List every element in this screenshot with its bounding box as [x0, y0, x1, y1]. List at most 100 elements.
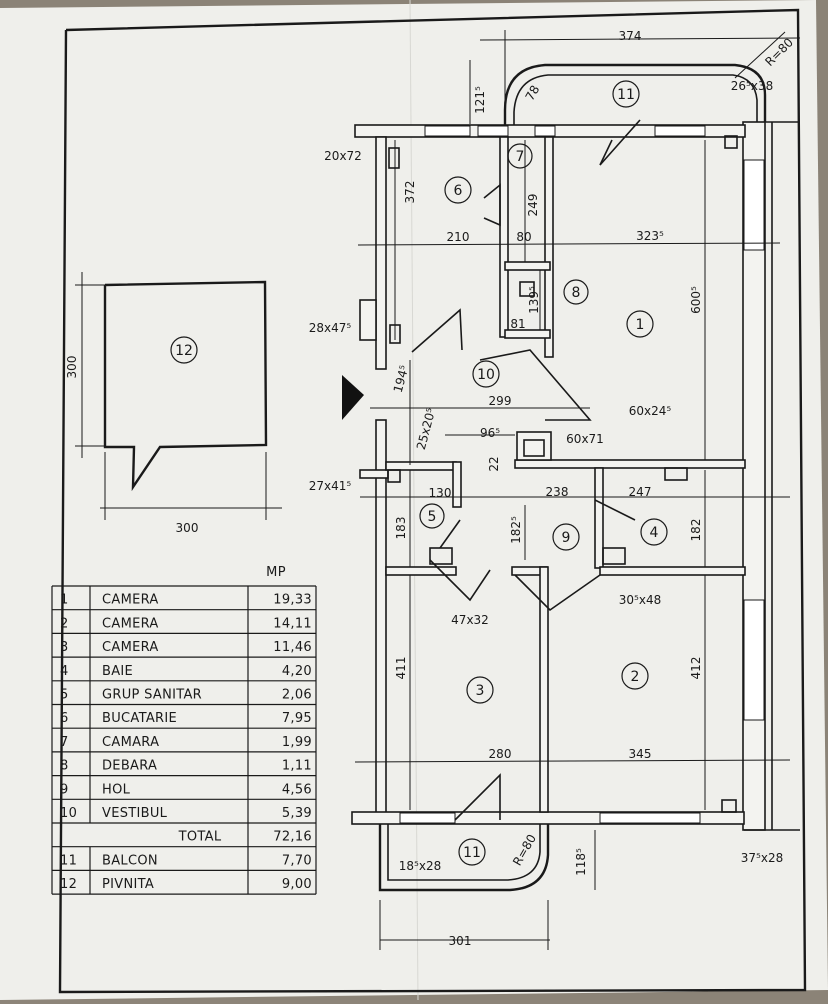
- dim-label: 374: [619, 29, 642, 43]
- table-row-area: 7,70: [282, 853, 312, 868]
- table-row-number: 5: [60, 688, 69, 703]
- dim-label: 47x32: [451, 613, 489, 627]
- room-number: 6: [454, 183, 463, 199]
- table-row-area: 11,46: [273, 640, 312, 655]
- room-number: 3: [476, 683, 485, 699]
- table-row-number: 7: [60, 735, 69, 750]
- table-row-area: 1,99: [282, 735, 312, 750]
- dim-label: 249: [526, 194, 540, 217]
- table-row-name: CAMERA: [102, 640, 159, 655]
- table-row-number: 1: [60, 593, 69, 608]
- table-row-name: CAMERA: [102, 593, 159, 608]
- cellar-plan: [75, 272, 282, 520]
- dim-label: 247: [629, 485, 652, 499]
- table-row-name: CAMERA: [102, 616, 159, 631]
- dim-label: 118⁵: [574, 848, 588, 876]
- table-row-area: 9,00: [282, 877, 312, 892]
- room-number: 8: [572, 285, 581, 301]
- dimension-lines: [354, 140, 791, 810]
- dim-label: 183: [394, 517, 408, 540]
- room-number: 5: [428, 509, 437, 525]
- table-row-area: 7,95: [282, 711, 312, 726]
- windows: [399, 125, 765, 824]
- paper-fold: [409, 0, 419, 1001]
- dim-label: 80: [516, 230, 531, 244]
- room-number: 11: [617, 87, 635, 103]
- table-row-name: VESTIBUL: [102, 806, 168, 821]
- dim-label: 210: [447, 230, 470, 244]
- table-row-area: 1,11: [282, 759, 312, 774]
- table-row-name: BAIE: [102, 664, 133, 679]
- dim-label: 412: [689, 657, 703, 680]
- table-row-number: 10: [60, 806, 77, 821]
- table-row-area: 4,20: [282, 664, 312, 679]
- dim-label: 194⁵: [391, 364, 412, 395]
- dim-label: 37⁵x28: [741, 851, 783, 865]
- dim-label: 27x41⁵: [309, 479, 352, 493]
- table-row-number: 2: [60, 616, 69, 631]
- table-row-number: 4: [60, 664, 69, 679]
- dim-label: 182: [689, 519, 703, 542]
- dim-label: 60x71: [566, 432, 604, 446]
- fixtures: [387, 135, 738, 813]
- dim-label: 22: [487, 456, 501, 471]
- table-row-number: 11: [60, 853, 77, 868]
- table-row-number: 12: [60, 877, 77, 892]
- doors: [411, 119, 641, 821]
- room-numbers: 1 2 3 4 5 6 7 8 9 10 11 11 12: [175, 87, 658, 861]
- room-number: 2: [631, 669, 640, 685]
- balcony-bottom: [378, 824, 596, 950]
- table-row-area: 5,39: [282, 806, 312, 821]
- dim-label: 96⁵: [480, 426, 500, 440]
- dim-label: 345: [629, 747, 652, 761]
- table-total-label: TOTAL: [178, 830, 222, 845]
- room-number: 10: [477, 367, 495, 383]
- dim-label: 130: [429, 486, 452, 500]
- dim-label: 280: [489, 747, 512, 761]
- room-number: 1: [636, 317, 645, 333]
- room-number: 4: [650, 525, 659, 541]
- room-number: 9: [562, 530, 571, 546]
- table-row-number: 6: [60, 711, 69, 726]
- dim-label: 18⁵x28: [399, 859, 441, 873]
- balcony-top: [469, 30, 801, 125]
- dim-label: 121⁵: [473, 86, 487, 114]
- table-total-value: 72,16: [273, 830, 312, 845]
- dim-label: 323⁵: [636, 229, 664, 243]
- dim-label: 28x47⁵: [309, 321, 352, 335]
- interior-walls: [385, 136, 746, 813]
- table-row-name: BUCATARIE: [102, 711, 177, 726]
- entrance-arrow-icon: [342, 375, 364, 420]
- dim-label: 301: [449, 934, 472, 948]
- table-header: MP: [266, 565, 286, 580]
- table-row-number: 9: [60, 782, 69, 797]
- table-row-name: HOL: [102, 782, 131, 797]
- table-row-name: DEBARA: [102, 759, 157, 774]
- dim-label: 299: [489, 394, 512, 408]
- table-row-area: 19,33: [273, 593, 312, 608]
- dim-label: 30⁵x48: [619, 593, 661, 607]
- table-row-area: 4,56: [282, 782, 312, 797]
- table-row-name: CAMARA: [102, 735, 159, 750]
- dim-label: 300: [176, 521, 199, 535]
- dim-label: 300: [65, 356, 79, 379]
- dim-label: 182⁵: [509, 516, 523, 544]
- room-number: 12: [175, 343, 193, 359]
- dim-label: 238: [546, 485, 569, 499]
- room-number: 7: [516, 149, 525, 165]
- dim-label: 600⁵: [689, 286, 703, 314]
- table-row-number: 8: [60, 759, 69, 774]
- table-row-name: PIVNITA: [102, 877, 154, 892]
- dim-label: 20x72: [324, 149, 362, 163]
- room-number: 11: [463, 845, 481, 861]
- table-row-number: 3: [60, 640, 69, 655]
- dim-label: 60x24⁵: [629, 404, 672, 418]
- table-row-area: 2,06: [282, 688, 312, 703]
- table-row-name: BALCON: [102, 853, 158, 868]
- table-row-area: 14,11: [273, 616, 312, 631]
- dim-label: 139⁵: [527, 286, 541, 314]
- dim-label: 372: [403, 181, 417, 204]
